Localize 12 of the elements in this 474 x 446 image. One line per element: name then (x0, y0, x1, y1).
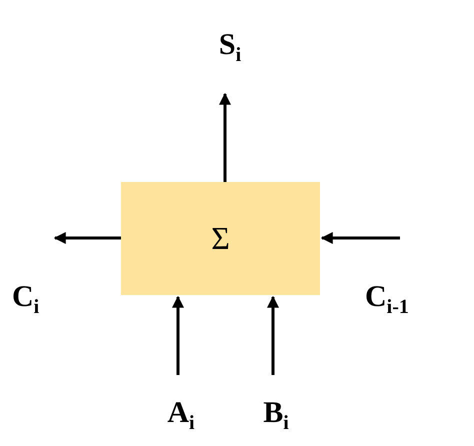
arrow (320, 232, 400, 244)
signal-name: S$_{i}$ (218, 30, 242, 64)
signal-name: C$_{i-1}$ (365, 282, 409, 317)
signal-name: B$_{i}$ (263, 398, 289, 432)
signal-name: A$_{i}$ (167, 398, 195, 432)
adder-box (121, 182, 320, 295)
signal-name: C$_{i}$ (12, 282, 40, 317)
arrow (172, 296, 184, 375)
arrow (267, 296, 279, 375)
arrow (54, 232, 121, 244)
sigma-symbol: Σ (211, 220, 230, 257)
arrow (219, 92, 231, 182)
